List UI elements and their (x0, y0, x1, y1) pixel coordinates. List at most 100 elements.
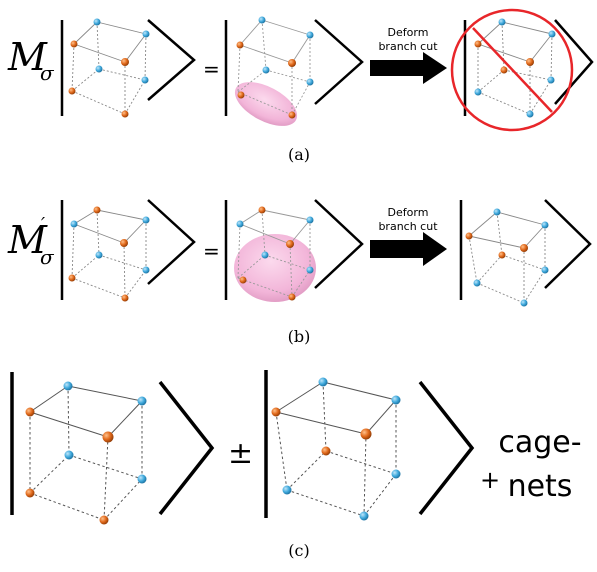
blue-node (137, 474, 147, 484)
arrow-shape (370, 52, 447, 84)
orange-node (286, 240, 294, 248)
cube-edges (29, 385, 143, 438)
panel-a-caption: (a) (288, 145, 310, 164)
orange-node (121, 110, 129, 118)
blue-node (142, 30, 150, 38)
blue-node (474, 88, 482, 96)
cube-edges (275, 381, 397, 435)
cube-edges-dashed (71, 21, 147, 115)
blue-node (318, 377, 328, 387)
blue-node (306, 78, 314, 86)
orange-node (288, 293, 296, 301)
orange-node (500, 66, 508, 74)
orange-node (239, 276, 247, 284)
orange-node (120, 239, 128, 247)
cube-edges-dashed (275, 381, 397, 517)
orange-node (25, 488, 35, 498)
blue-node (306, 266, 314, 274)
panel-c-operator: ± (228, 436, 253, 471)
forbidden-circle (450, 8, 574, 132)
panel-a: M σ (7, 8, 594, 164)
cube-edges-dashed (29, 385, 143, 521)
cube-edges (73, 209, 147, 244)
blue-node (95, 65, 103, 73)
blue-node (258, 16, 266, 24)
ket-angle (554, 19, 594, 105)
blue-node (520, 299, 528, 307)
orange-node (68, 274, 76, 282)
cube-edges (73, 21, 147, 63)
blue-node (142, 266, 150, 274)
cube-edges-dashed (71, 209, 147, 299)
blue-node (95, 251, 103, 259)
panel-b-ket-2 (224, 199, 364, 302)
orange-node (360, 428, 372, 440)
blue-node (493, 208, 501, 216)
arrow-label-line1: Deform (388, 26, 429, 39)
blue-node (142, 216, 150, 224)
arrow-shape (370, 232, 447, 266)
orange-node (121, 58, 129, 66)
blue-node (526, 110, 534, 118)
blue-node (282, 485, 292, 495)
ket-angle (158, 380, 215, 516)
panel-c-cage-line2: nets (508, 469, 573, 504)
panel-a-ket-1 (60, 18, 196, 118)
ket-angle (544, 199, 592, 289)
panel-b-lhs-subscript: σ (40, 245, 55, 269)
blue-node (306, 31, 314, 39)
orange-node (236, 41, 244, 49)
blue-node (64, 450, 74, 460)
blue-node (63, 381, 73, 391)
orange-node (237, 91, 245, 99)
blue-node (70, 220, 78, 228)
panel-a-lhs-subscript: σ (40, 61, 55, 85)
cube-edges-dashed (468, 211, 546, 304)
blue-node (93, 18, 101, 26)
panel-c-ket-1 (10, 372, 215, 525)
blue-node (306, 216, 314, 224)
panel-a-deform-arrow: Deform branch cut (370, 26, 447, 84)
cube-edges-dashed (237, 209, 311, 298)
orange-node (288, 59, 296, 67)
orange-node (68, 87, 76, 95)
arrow-label-line2: branch cut (378, 220, 438, 233)
orange-node (258, 206, 266, 214)
panel-a-lhs-symbol: M (7, 35, 48, 79)
orange-node (99, 515, 109, 525)
forbidden-slash (472, 27, 553, 113)
orange-node (271, 407, 281, 417)
blue-node (541, 221, 549, 229)
panel-b-equals: = (203, 239, 220, 263)
ket-angle (418, 380, 475, 516)
cube-edges (239, 19, 311, 64)
arrow-label-line1: Deform (388, 206, 429, 219)
blue-node (547, 76, 555, 84)
ket-angle (314, 199, 364, 289)
cube-edges (468, 211, 546, 249)
branch-cut-ellipse (234, 234, 316, 302)
panel-a-equals: = (203, 57, 220, 81)
orange-node (526, 58, 534, 66)
ket-angle (314, 19, 364, 105)
blue-node (261, 251, 269, 259)
orange-node (25, 407, 35, 417)
panel-c-caption: (c) (288, 541, 309, 560)
orange-node (474, 40, 482, 48)
blue-node (391, 469, 401, 479)
blue-node (391, 395, 401, 405)
panel-c: ± (10, 370, 582, 560)
branch-cut-ellipse (234, 82, 298, 126)
panel-b-deform-arrow: Deform branch cut (370, 206, 447, 266)
orange-node (465, 232, 473, 240)
orange-node (121, 294, 129, 302)
panel-b-caption: (b) (288, 327, 311, 346)
orange-node (102, 431, 114, 443)
blue-node (548, 30, 556, 38)
orange-node (93, 206, 101, 214)
orange-node (288, 111, 296, 119)
ket-angle (147, 19, 196, 101)
panel-a-ket-2 (224, 16, 364, 126)
arrow-label-line2: branch cut (378, 40, 438, 53)
